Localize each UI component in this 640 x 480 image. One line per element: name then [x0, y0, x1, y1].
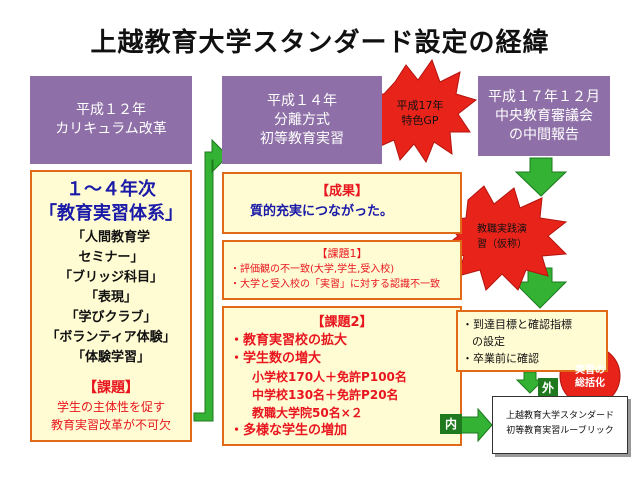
item-list: 「人間教育学 セミナー」 「ブリッジ科目」 「表現」 「学びクラブ」 「ボランテ…: [32, 228, 190, 368]
item-experience: 「体験学習」: [71, 350, 150, 365]
system-label: 「教育実習体系」: [39, 203, 183, 224]
right-arrow-final: [459, 407, 493, 443]
star-practice-line-2: 習（仮称）: [477, 239, 527, 250]
elbow-arrow: [193, 138, 229, 422]
summary-circle-text: 実習の 総括化: [562, 364, 618, 390]
header-h14-year: 平成１４年: [267, 92, 337, 109]
issue2-sub-1: 小学校170人＋免許P100名: [252, 370, 407, 384]
target-line-3: ・卒業前に確認: [462, 352, 539, 365]
star-gp-line-1: 平成17年: [396, 99, 444, 112]
issue2-sub-2: 中学校130名＋免許P20名: [252, 388, 399, 402]
target-box: ・到達目標と確認指標 の設定 ・卒業前に確認: [456, 310, 608, 372]
star-practice-text: 教職実践演 習（仮称）: [462, 222, 542, 252]
item-volunteer: 「ボランティア体験」: [46, 330, 176, 345]
header-h17-report: の中間報告: [509, 126, 579, 143]
inner-badge: 内: [440, 414, 462, 434]
issue2-item-1: ・教育実習校の拡大: [230, 333, 348, 348]
header-h14-label: 初等教育実習: [260, 130, 344, 147]
item-bridge: 「ブリッジ科目」: [58, 270, 163, 285]
issue1-box: 【課題1】 ・評価観の不一致(大学,学生,受入校) ・大学と受入校の「実習」に対…: [222, 240, 462, 300]
standard-line-1: 上越教育大学スタンダード: [505, 411, 614, 421]
item-club: 「学びクラブ」: [65, 310, 157, 325]
years-label: １～４年次: [66, 179, 156, 200]
header-h17-date: 平成１７年１２月: [488, 88, 600, 105]
standard-box: 上越教育大学スタンダード 初等教育実習ルーブリック: [492, 396, 628, 454]
header-h12: 平成１２年 カリキュラム改革: [30, 76, 192, 164]
issue2-item-3: ・多様な学生の増加: [230, 423, 348, 438]
header-h17-council: 中央教育審議会: [495, 107, 593, 124]
issue1-line-2: ・大学と受入校の「実習」に対する認識不一致: [230, 279, 440, 290]
down-arrow-top: [514, 157, 568, 197]
header-h14-method: 分離方式: [274, 111, 330, 128]
curriculum-box: １～４年次 「教育実習体系」 「人間教育学 セミナー」 「ブリッジ科目」 「表現…: [30, 170, 192, 442]
item-seminar-1: 「人間教育学: [71, 230, 150, 245]
page-title: 上越教育大学スタンダード設定の経緯: [90, 28, 550, 58]
summary-circle-line-1: 実習の: [575, 365, 605, 376]
issue1-label: 【課題1】: [316, 247, 368, 260]
header-h17: 平成１７年１２月 中央教育審議会 の中間報告: [478, 76, 610, 156]
issue2-item-2: ・学生数の増大: [230, 351, 322, 366]
result-label: 【成果】: [315, 184, 368, 199]
issue-label: 【課題】: [83, 380, 139, 396]
item-seminar-2: セミナー」: [78, 250, 144, 265]
target-line-1: ・到達目標と確認指標: [462, 318, 572, 331]
issue2-box: 【課題2】 ・教育実習校の拡大 ・学生数の増大 小学校170人＋免許P100名 …: [222, 306, 462, 446]
star-practice-line-1: 教職実践演: [477, 224, 527, 235]
header-h12-label: カリキュラム改革: [55, 121, 167, 137]
standard-line-2: 初等教育実習ルーブリック: [506, 426, 614, 436]
issue-line-2: 教育実習改革が不可欠: [50, 418, 171, 432]
target-line-2: の設定: [472, 335, 505, 348]
item-expression: 「表現」: [84, 290, 137, 305]
result-text: 質的充実につながった。: [250, 204, 394, 219]
header-h14: 平成１４年 分離方式 初等教育実習: [222, 76, 382, 164]
down-arrow-mid: [512, 267, 568, 309]
issue2-label: 【課題2】: [311, 315, 373, 330]
star-gp-text: 平成17年 特色GP: [380, 98, 460, 128]
issue1-line-1: ・評価観の不一致(大学,学生,受入校): [230, 264, 395, 275]
star-gp-line-2: 特色GP: [401, 114, 439, 127]
summary-circle-line-2: 総括化: [575, 378, 605, 389]
result-box: 【成果】 質的充実につながった。: [222, 172, 462, 234]
outer-badge: 外: [538, 378, 558, 398]
issue2-sub-3: 教職大学院50名×２: [252, 406, 363, 420]
header-h12-year: 平成１２年: [76, 102, 146, 118]
issue-line-1: 学生の主体性を促す: [56, 400, 165, 414]
down-arrow-small: [515, 371, 545, 394]
